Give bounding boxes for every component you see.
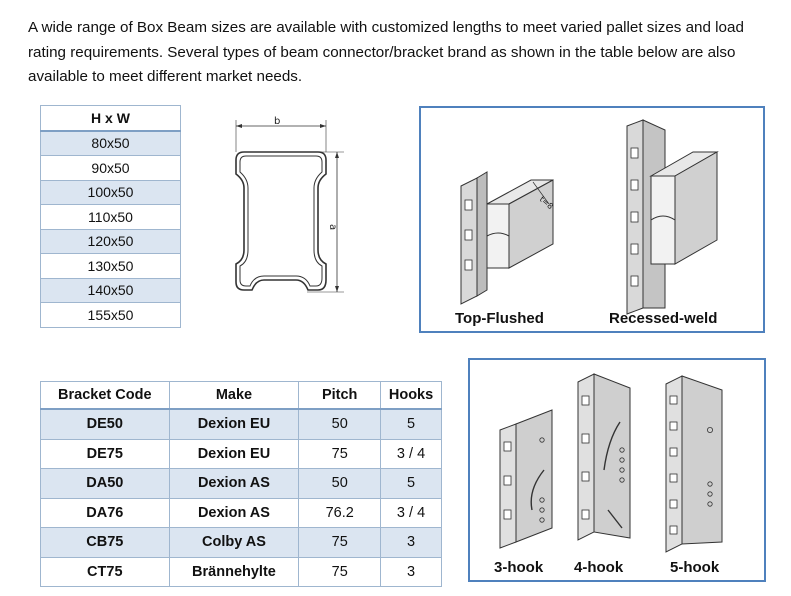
size-row: 155x50 <box>40 302 181 328</box>
four-hook-bracket <box>577 373 631 541</box>
hooks-cell: 5 <box>380 468 442 499</box>
size-row: 80x50 <box>40 130 181 156</box>
profile-height-label: a <box>327 224 338 230</box>
size-cell: 120x50 <box>40 228 181 254</box>
size-row: 120x50 <box>40 228 181 254</box>
size-cell: 140x50 <box>40 277 181 303</box>
size-table: H x W 80x50 90x50 100x50 110x50 120x50 1… <box>40 105 181 328</box>
size-cell: 155x50 <box>40 302 181 328</box>
size-cell: 90x50 <box>40 155 181 181</box>
size-header: H x W <box>40 105 181 132</box>
caption-five-hook: 5-hook <box>670 559 720 576</box>
bracket-code-cell: DE75 <box>40 438 170 469</box>
caption-recessed-weld: Recessed-weld <box>609 310 718 327</box>
pitch-cell: 75 <box>298 438 382 469</box>
header-hooks: Hooks <box>380 381 442 410</box>
intro-paragraph: A wide range of Box Beam sizes are avail… <box>28 19 744 85</box>
size-cell: 100x50 <box>40 179 181 205</box>
table-row: DA50 Dexion AS 50 5 <box>40 468 442 499</box>
table-row: DE50 Dexion EU 50 5 <box>40 408 442 440</box>
pitch-cell: 75 <box>298 527 382 558</box>
top-flushed-bracket: t=8 <box>460 171 555 305</box>
five-hook-bracket <box>665 375 723 553</box>
pitch-cell: 50 <box>298 408 382 440</box>
size-row: 140x50 <box>40 277 181 303</box>
size-row: 130x50 <box>40 253 181 279</box>
make-cell: Dexion EU <box>168 408 300 440</box>
make-cell: Colby AS <box>168 527 300 558</box>
bracket-table: Bracket Code Make Pitch Hooks DE50 Dexio… <box>40 381 442 587</box>
table-row: CT75 Brännehylte 75 3 <box>40 556 442 587</box>
size-row: 100x50 <box>40 179 181 205</box>
recessed-weld-bracket <box>626 119 719 315</box>
hook-brackets-illustration <box>499 373 723 553</box>
table-row: CB75 Colby AS 75 3 <box>40 527 442 558</box>
header-bracket-code: Bracket Code <box>40 381 170 410</box>
caption-three-hook: 3-hook <box>494 559 544 576</box>
hooks-cell: 5 <box>380 408 442 440</box>
caption-top-flushed: Top-Flushed <box>455 310 544 327</box>
header-pitch: Pitch <box>298 381 382 410</box>
caption-four-hook: 4-hook <box>574 559 624 576</box>
bracket-code-cell: DA76 <box>40 497 170 528</box>
three-hook-bracket <box>499 409 553 549</box>
header-make: Make <box>168 381 300 410</box>
pitch-cell: 50 <box>298 468 382 499</box>
make-cell: Dexion AS <box>168 468 300 499</box>
make-cell: Dexion EU <box>168 438 300 469</box>
hooks-cell: 3 / 4 <box>380 438 442 469</box>
hooks-cell: 3 <box>380 556 442 587</box>
bracket-code-cell: DE50 <box>40 408 170 440</box>
table-row: DA76 Dexion AS 76.2 3 / 4 <box>40 497 442 528</box>
size-cell: 110x50 <box>40 204 181 230</box>
bracket-code-cell: CB75 <box>40 527 170 558</box>
make-cell: Brännehylte <box>168 556 300 587</box>
size-row: 90x50 <box>40 155 181 181</box>
hooks-cell: 3 <box>380 527 442 558</box>
connector-illustration: t=8 <box>460 119 719 315</box>
bracket-code-cell: DA50 <box>40 468 170 499</box>
size-cell: 130x50 <box>40 253 181 279</box>
table-row: DE75 Dexion EU 75 3 / 4 <box>40 438 442 469</box>
size-row: 110x50 <box>40 204 181 230</box>
size-cell: 80x50 <box>40 130 181 156</box>
bracket-code-cell: CT75 <box>40 556 170 587</box>
hooks-cell: 3 / 4 <box>380 497 442 528</box>
hook-image-frame: 3-hook 4-hook 5-hook <box>468 358 766 582</box>
pitch-cell: 75 <box>298 556 382 587</box>
pitch-cell: 76.2 <box>298 497 382 528</box>
beam-profile-drawing: b a <box>235 116 344 293</box>
make-cell: Dexion AS <box>168 497 300 528</box>
profile-width-label: b <box>274 116 280 127</box>
connector-image-frame: t=8 Top-Flushed Recessed-weld <box>419 106 765 333</box>
